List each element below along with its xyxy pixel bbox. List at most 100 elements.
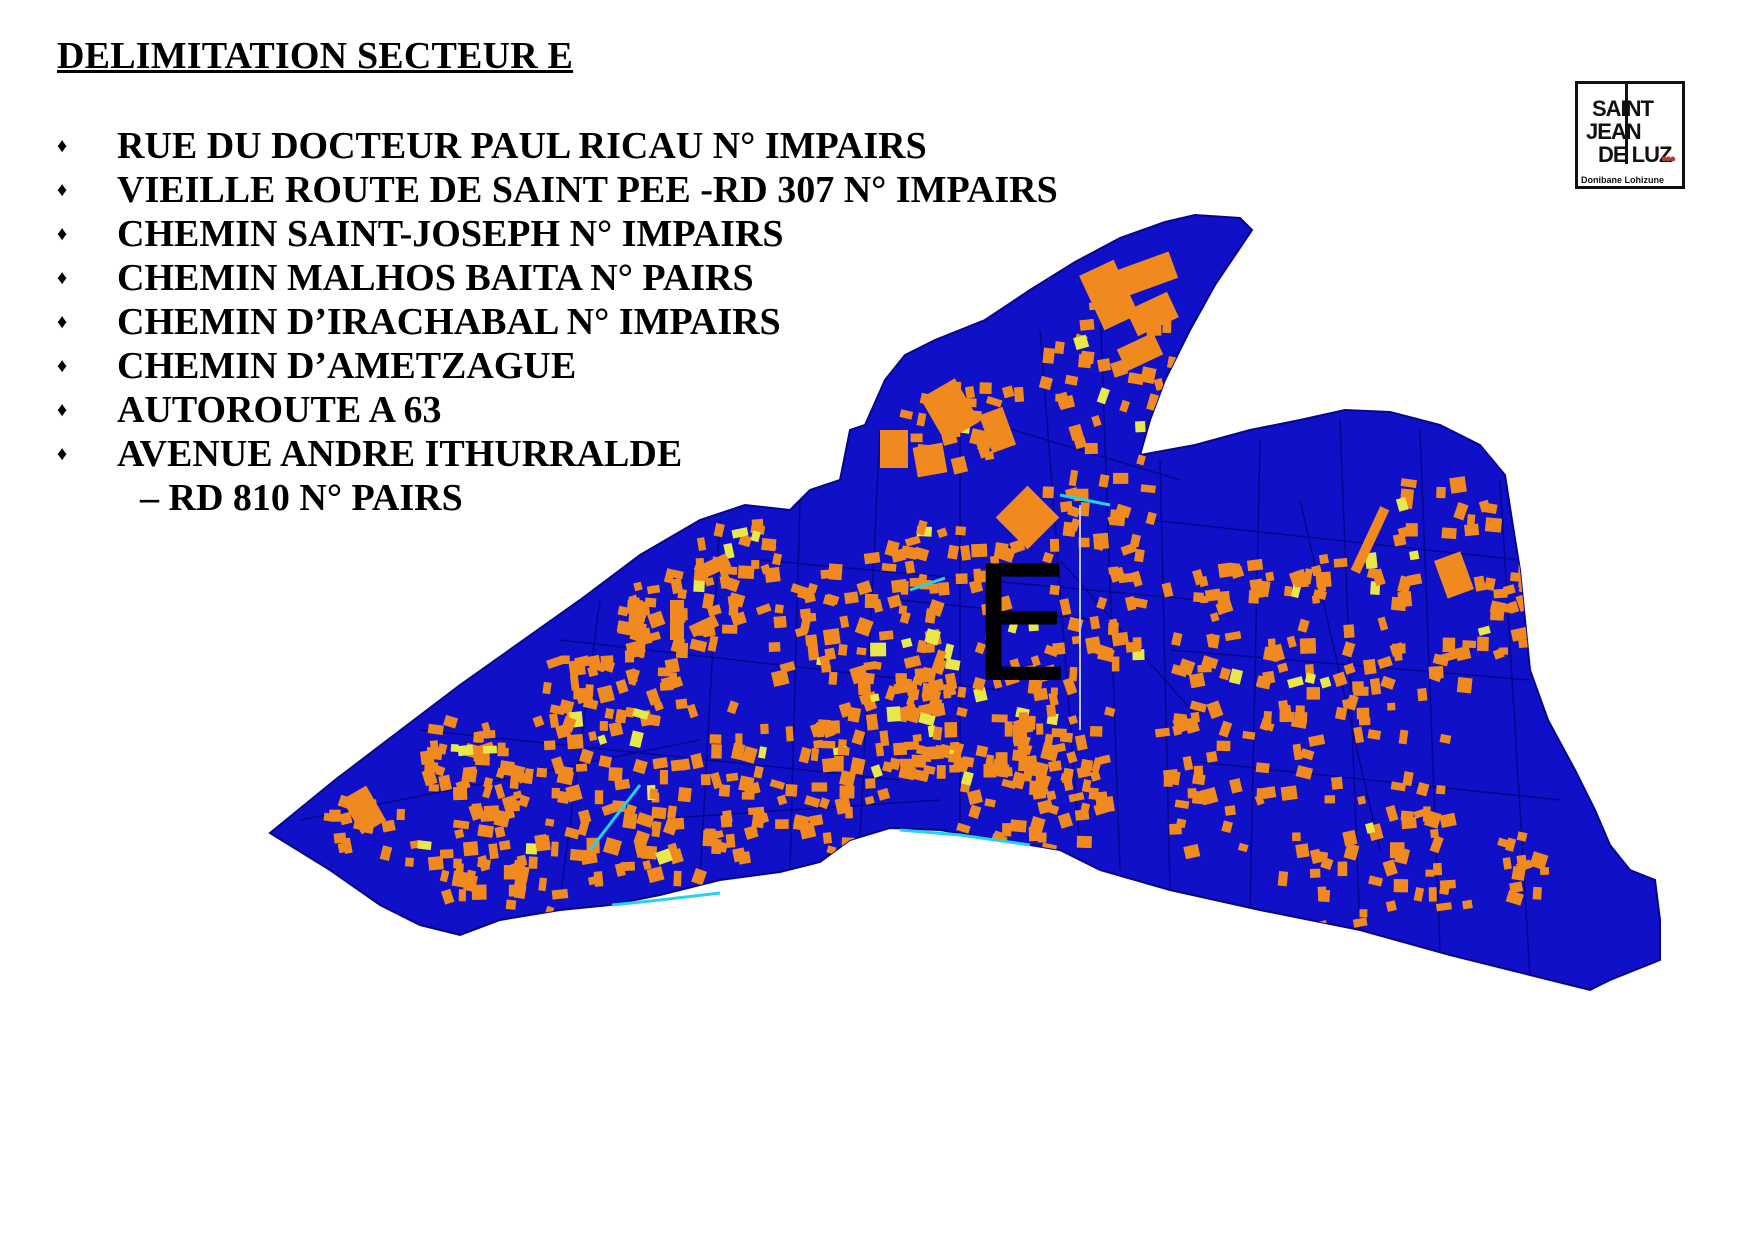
parcel-line <box>789 499 801 871</box>
building <box>1428 666 1444 679</box>
building <box>1012 749 1028 762</box>
building <box>534 833 549 852</box>
building <box>875 742 885 757</box>
building <box>409 840 420 849</box>
building <box>1295 843 1310 859</box>
building <box>513 884 527 900</box>
building <box>625 668 638 684</box>
building <box>622 812 638 830</box>
parcel-line <box>859 429 881 841</box>
building <box>929 583 939 594</box>
building <box>909 577 925 587</box>
building <box>1382 859 1398 877</box>
building <box>918 712 936 727</box>
building <box>1350 506 1390 574</box>
building <box>972 676 986 691</box>
building <box>1130 571 1143 588</box>
waterway-line <box>909 576 946 592</box>
building <box>549 713 560 728</box>
building <box>731 527 749 539</box>
building <box>615 679 629 695</box>
building <box>1140 484 1156 494</box>
building <box>1502 857 1512 870</box>
building <box>1074 809 1090 821</box>
building <box>975 744 989 758</box>
building <box>1078 537 1090 548</box>
building <box>839 615 850 629</box>
building <box>1380 675 1396 690</box>
building <box>1111 656 1120 672</box>
building <box>428 784 439 792</box>
building <box>1432 862 1443 876</box>
building <box>844 591 859 605</box>
building <box>971 543 988 558</box>
building <box>512 859 526 877</box>
building <box>536 767 548 778</box>
building <box>1182 416 1196 431</box>
building <box>668 848 684 865</box>
building <box>569 675 580 691</box>
building <box>1385 900 1397 912</box>
building <box>645 688 661 706</box>
building <box>497 747 509 757</box>
building <box>1400 488 1414 500</box>
building <box>323 812 336 822</box>
building <box>865 713 879 731</box>
building <box>758 746 767 759</box>
building <box>634 622 647 632</box>
building <box>864 795 875 805</box>
building <box>1331 776 1344 790</box>
building <box>1204 588 1222 602</box>
building <box>494 783 506 800</box>
building <box>600 655 614 666</box>
building <box>1292 832 1301 842</box>
building <box>1163 400 1182 417</box>
building <box>379 845 393 862</box>
building <box>1228 668 1244 685</box>
parcel-line <box>979 419 1181 481</box>
building <box>985 630 1001 643</box>
parcel-line <box>1499 479 1531 976</box>
building <box>421 768 438 787</box>
building <box>1295 765 1313 780</box>
building <box>677 787 692 803</box>
building <box>551 787 560 799</box>
building <box>635 812 655 829</box>
parcel-line <box>1339 419 1361 931</box>
building <box>1242 730 1256 740</box>
building <box>700 774 711 786</box>
building <box>629 730 644 749</box>
building <box>1089 615 1101 630</box>
building <box>573 687 588 700</box>
parcel-line <box>639 799 941 821</box>
building <box>1052 642 1066 656</box>
building <box>549 704 566 716</box>
building <box>1010 771 1027 790</box>
building <box>488 843 499 860</box>
parcel-line <box>1039 329 1081 851</box>
building <box>1043 802 1060 815</box>
building <box>1509 881 1524 894</box>
building <box>870 764 883 779</box>
building <box>1064 374 1079 386</box>
building <box>673 870 682 887</box>
building <box>893 742 908 756</box>
building <box>1079 502 1090 517</box>
building <box>1434 551 1474 599</box>
bullet-icon: ♦ <box>57 311 68 333</box>
building <box>675 698 688 710</box>
building <box>634 840 648 858</box>
building <box>1217 562 1233 578</box>
building <box>628 594 639 606</box>
building <box>457 744 474 757</box>
building <box>1078 354 1092 369</box>
building <box>974 642 987 655</box>
building <box>1356 707 1370 720</box>
building <box>838 739 847 749</box>
building <box>602 836 623 856</box>
building <box>1054 341 1065 355</box>
building <box>509 774 520 790</box>
building <box>462 841 479 857</box>
building <box>686 703 699 719</box>
building <box>1279 712 1295 723</box>
